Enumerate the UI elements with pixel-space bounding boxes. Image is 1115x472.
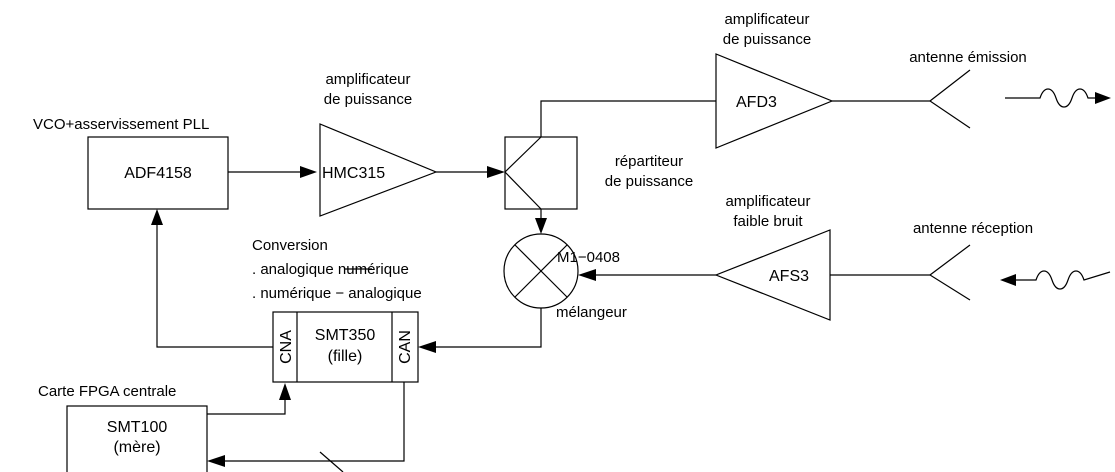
lna-to-mixer-arrow <box>578 269 596 281</box>
rx-wave-arrow <box>1000 274 1016 286</box>
tx-antenna-icon <box>928 69 971 129</box>
hmc315-label: HMC315 <box>322 165 385 182</box>
tx-wave-arrow <box>1095 92 1111 104</box>
amp2-title-line2: de puissance <box>723 31 811 48</box>
conversion-line1: . analogique numérique <box>252 261 409 278</box>
can-to-smt100-line <box>225 382 405 462</box>
hmc-to-splitter-arrow <box>487 166 505 178</box>
mixer-part-label: M1−0408 <box>557 249 620 266</box>
tx-antenna-label: antenne émission <box>909 49 1027 66</box>
can-label: CAN <box>397 330 414 364</box>
cna-label: CNA <box>278 330 295 364</box>
amp2-title-line1: amplificateur <box>724 11 809 28</box>
smt100-to-smt350-line <box>207 400 286 415</box>
smt350-label-line1: SMT350 <box>315 327 376 344</box>
conversion-line2: . numérique − analogique <box>252 285 422 302</box>
afd3-label: AFD3 <box>736 94 777 111</box>
splitter-title-line1: répartiteur <box>615 153 683 170</box>
splitter-branch-up <box>504 136 542 173</box>
splitter-to-afd-line <box>540 100 716 137</box>
mixer-to-can-line <box>436 308 542 348</box>
mixer-cross-2 <box>514 244 568 298</box>
adf-to-hmc-arrow <box>300 166 317 178</box>
adf4158-block <box>87 136 229 210</box>
smt100-to-smt350-arrow <box>279 383 291 400</box>
smt100-module <box>66 405 208 472</box>
lna-title-line2: faible bruit <box>733 213 803 230</box>
can-to-smt100-arrow <box>207 455 225 467</box>
rx-antenna-label: antenne réception <box>913 220 1033 237</box>
smt100-label-line2: (mère) <box>113 439 160 456</box>
amp1-title-line1: amplificateur <box>325 71 410 88</box>
rx-antenna-icon <box>928 244 971 301</box>
amp1-title-line2: de puissance <box>324 91 412 108</box>
bus-slash <box>319 451 344 472</box>
smt350-label-line2: (fille) <box>328 348 363 365</box>
vco-pll-title: VCO+asservissement PLL <box>33 116 209 133</box>
smt100-label-line1: SMT100 <box>107 419 168 436</box>
afd3-amplifier <box>715 53 834 149</box>
mixer-to-can-arrow <box>418 341 436 353</box>
fpga-title: Carte FPGA centrale <box>38 383 176 400</box>
adf4158-label: ADF4158 <box>124 165 192 182</box>
splitter-title-line2: de puissance <box>605 173 693 190</box>
tx-wave-icon <box>1005 88 1095 108</box>
splitter-to-mixer-arrow <box>535 218 547 234</box>
cna-to-adf-arrow <box>151 209 163 225</box>
mixer-name-label: mélangeur <box>556 304 627 321</box>
conversion-title: Conversion <box>252 237 328 254</box>
power-splitter <box>504 136 578 210</box>
hmc315-amplifier <box>319 123 438 217</box>
afs3-label: AFS3 <box>769 268 809 285</box>
cna-to-adf-line <box>156 225 273 348</box>
rx-wave-icon <box>1016 270 1111 290</box>
lna-title-line1: amplificateur <box>725 193 810 210</box>
splitter-branch-down <box>504 171 542 210</box>
